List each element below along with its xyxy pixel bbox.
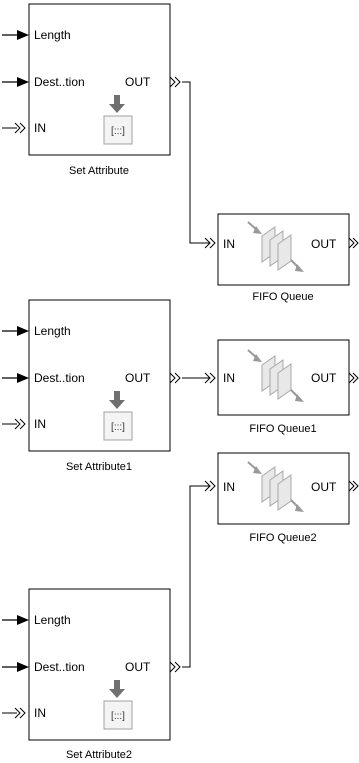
port-label-in: IN	[34, 121, 46, 135]
connection-lines	[182, 81, 210, 668]
entity-output-port[interactable]	[169, 372, 181, 384]
port-label-length: Length	[34, 324, 71, 338]
port-label-in: IN	[34, 417, 46, 431]
port-label-out: OUT	[311, 480, 337, 494]
destination-input-port[interactable]	[2, 77, 29, 87]
connection-line[interactable]	[182, 81, 210, 244]
port-label-in: IN	[223, 237, 235, 251]
port-label-destination: Dest..tion	[34, 660, 85, 674]
port-label-length: Length	[34, 28, 71, 42]
block-name-label[interactable]: FIFO Queue1	[249, 423, 316, 435]
entity-input-port[interactable]	[204, 237, 216, 249]
set-attribute-block[interactable]: Length Dest..tion OUT IN [:::] Set Attri…	[2, 3, 181, 177]
port-label-out: OUT	[311, 237, 337, 251]
length-input-port[interactable]	[2, 30, 29, 40]
entity-output-port[interactable]	[169, 76, 181, 88]
entity-output-port[interactable]	[348, 372, 359, 384]
block-name-label[interactable]: Set Attribute1	[66, 461, 132, 473]
set-attribute-block[interactable]: Length Dest..tion OUT IN [:::] Set Attri…	[2, 299, 181, 473]
fifo-queue-block[interactable]: IN OUT FIFO Queue1	[204, 339, 359, 435]
entity-input-port[interactable]	[204, 480, 216, 492]
entity-input-port[interactable]	[2, 418, 26, 430]
length-input-port[interactable]	[2, 326, 29, 336]
port-label-out: OUT	[125, 371, 151, 385]
block-name-label[interactable]: Set Attribute2	[66, 749, 132, 761]
input-arrow-icon	[17, 615, 29, 625]
set-attribute-block[interactable]: Length Dest..tion OUT IN [:::] Set Attri…	[2, 588, 181, 761]
fifo-queue-block[interactable]: IN OUT FIFO Queue2	[204, 452, 359, 544]
port-label-length: Length	[34, 613, 71, 627]
block-name-label[interactable]: Set Attribute	[69, 165, 129, 177]
port-label-in: IN	[34, 706, 46, 720]
block-frame[interactable]	[28, 3, 171, 156]
svg-text:[:::]: [:::]	[111, 126, 125, 137]
input-arrow-icon	[17, 30, 29, 40]
length-input-port[interactable]	[2, 615, 29, 625]
queue-stack-icon	[247, 221, 304, 272]
port-label-destination: Dest..tion	[34, 75, 85, 89]
input-arrow-icon	[17, 77, 29, 87]
entity-input-port[interactable]	[2, 122, 26, 134]
entity-input-port[interactable]	[204, 372, 216, 384]
attribute-list-icon: [:::]	[103, 680, 133, 730]
queue-stack-icon	[247, 349, 304, 402]
connection-line[interactable]	[182, 485, 210, 668]
destination-input-port[interactable]	[2, 373, 29, 383]
input-arrow-icon	[17, 373, 29, 383]
port-label-destination: Dest..tion	[34, 371, 85, 385]
input-arrow-icon	[17, 326, 29, 336]
block-frame[interactable]	[28, 299, 171, 452]
port-label-in: IN	[223, 371, 235, 385]
block-name-label[interactable]: FIFO Queue	[252, 291, 313, 303]
port-label-out: OUT	[125, 75, 151, 89]
port-label-out: OUT	[311, 371, 337, 385]
input-arrow-icon	[17, 662, 29, 672]
attribute-list-icon: [:::]	[103, 391, 133, 441]
port-label-out: OUT	[125, 660, 151, 674]
svg-text:[:::]: [:::]	[111, 422, 125, 433]
svg-text:[:::]: [:::]	[111, 711, 125, 722]
block-name-label[interactable]: FIFO Queue2	[249, 532, 316, 544]
fifo-queue-block[interactable]: IN OUT FIFO Queue	[204, 213, 359, 303]
attribute-list-icon: [:::]	[103, 95, 133, 145]
queue-stack-icon	[247, 461, 304, 512]
entity-output-port[interactable]	[348, 237, 359, 249]
entity-output-port[interactable]	[169, 661, 181, 673]
entity-output-port[interactable]	[348, 480, 359, 492]
entity-input-port[interactable]	[2, 707, 26, 719]
destination-input-port[interactable]	[2, 662, 29, 672]
block-frame[interactable]	[28, 588, 171, 741]
port-label-in: IN	[223, 480, 235, 494]
